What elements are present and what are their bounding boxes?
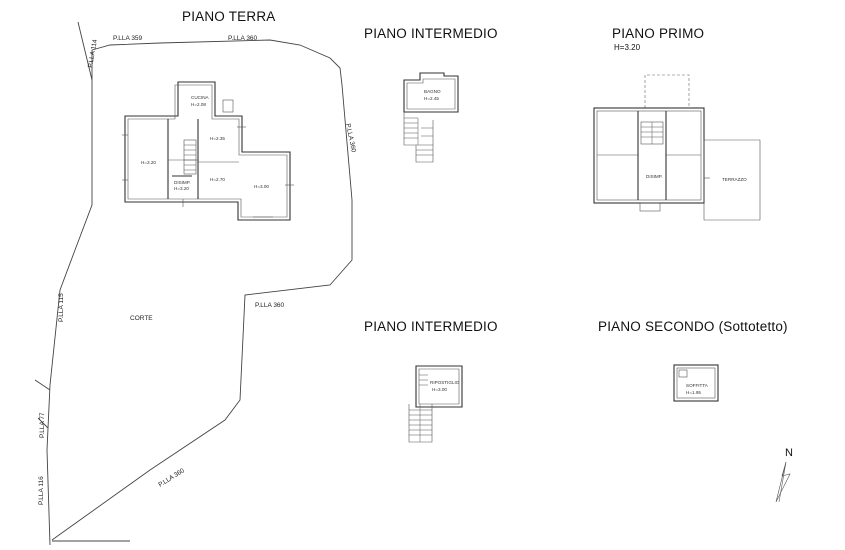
room-terrazzo: TERRAZZO <box>722 177 747 182</box>
room-h235: H=2.35 <box>210 136 225 141</box>
room-disimp-height: H=3.20 <box>174 186 189 191</box>
room-h300: H=3.00 <box>254 184 269 189</box>
ground-floor-plan <box>122 81 294 221</box>
parcel-360-right: P.LLA 360 <box>344 123 357 153</box>
parcel-360-top: P.LLA 360 <box>228 35 258 42</box>
room-soffitta-height: H=1.95 <box>686 390 701 395</box>
parcel-360-bottom: P.LLA 360 <box>157 467 186 489</box>
second-floor-plan <box>673 364 719 402</box>
north-arrow-icon <box>775 461 791 503</box>
title-piano-intermedio-top: PIANO INTERMEDIO <box>364 26 498 41</box>
piano-primo-height: H=3.20 <box>614 43 641 52</box>
title-piano-intermedio-bottom: PIANO INTERMEDIO <box>364 319 498 334</box>
room-h270: H=2.70 <box>210 177 225 182</box>
room-cucina-height: H=2.08 <box>191 102 206 107</box>
room-bagno-height: H=2.45 <box>424 96 439 101</box>
parcel-116: P.LLA 116 <box>38 476 45 505</box>
title-piano-primo: PIANO PRIMO <box>612 26 704 41</box>
parcel-77: P.LLA 77 <box>39 412 46 438</box>
corte-label: CORTE <box>130 315 153 322</box>
room-ripostiglio: RIPOSTIGLIO <box>430 380 460 385</box>
intermediate-plan-bottom <box>408 365 463 443</box>
parcel-115: P.LLA 115 <box>58 293 65 322</box>
room-ripostiglio-height: H=3.00 <box>432 387 447 392</box>
site-boundary <box>34 21 353 546</box>
room-disimp-first: DISIMP. <box>646 174 663 179</box>
first-floor-plan <box>593 74 761 221</box>
title-piano-terra: PIANO TERRA <box>182 9 275 24</box>
room-soffitta: SOFFITTA <box>686 383 709 388</box>
room-h320: H=3.20 <box>141 160 156 165</box>
north-label: N <box>785 447 793 459</box>
parcel-359: P.LLA 359 <box>113 35 143 42</box>
room-disimp: DISIMP. <box>174 180 191 185</box>
parcel-360-mid: P.LLA 360 <box>255 302 285 309</box>
intermediate-plan-top <box>403 72 459 163</box>
room-bagno: BAGNO <box>424 89 441 94</box>
title-piano-secondo: PIANO SECONDO (Sottotetto) <box>598 319 788 334</box>
parcel-114: P.LLA 114 <box>87 39 99 69</box>
room-cucina: CUCINA <box>191 95 210 100</box>
